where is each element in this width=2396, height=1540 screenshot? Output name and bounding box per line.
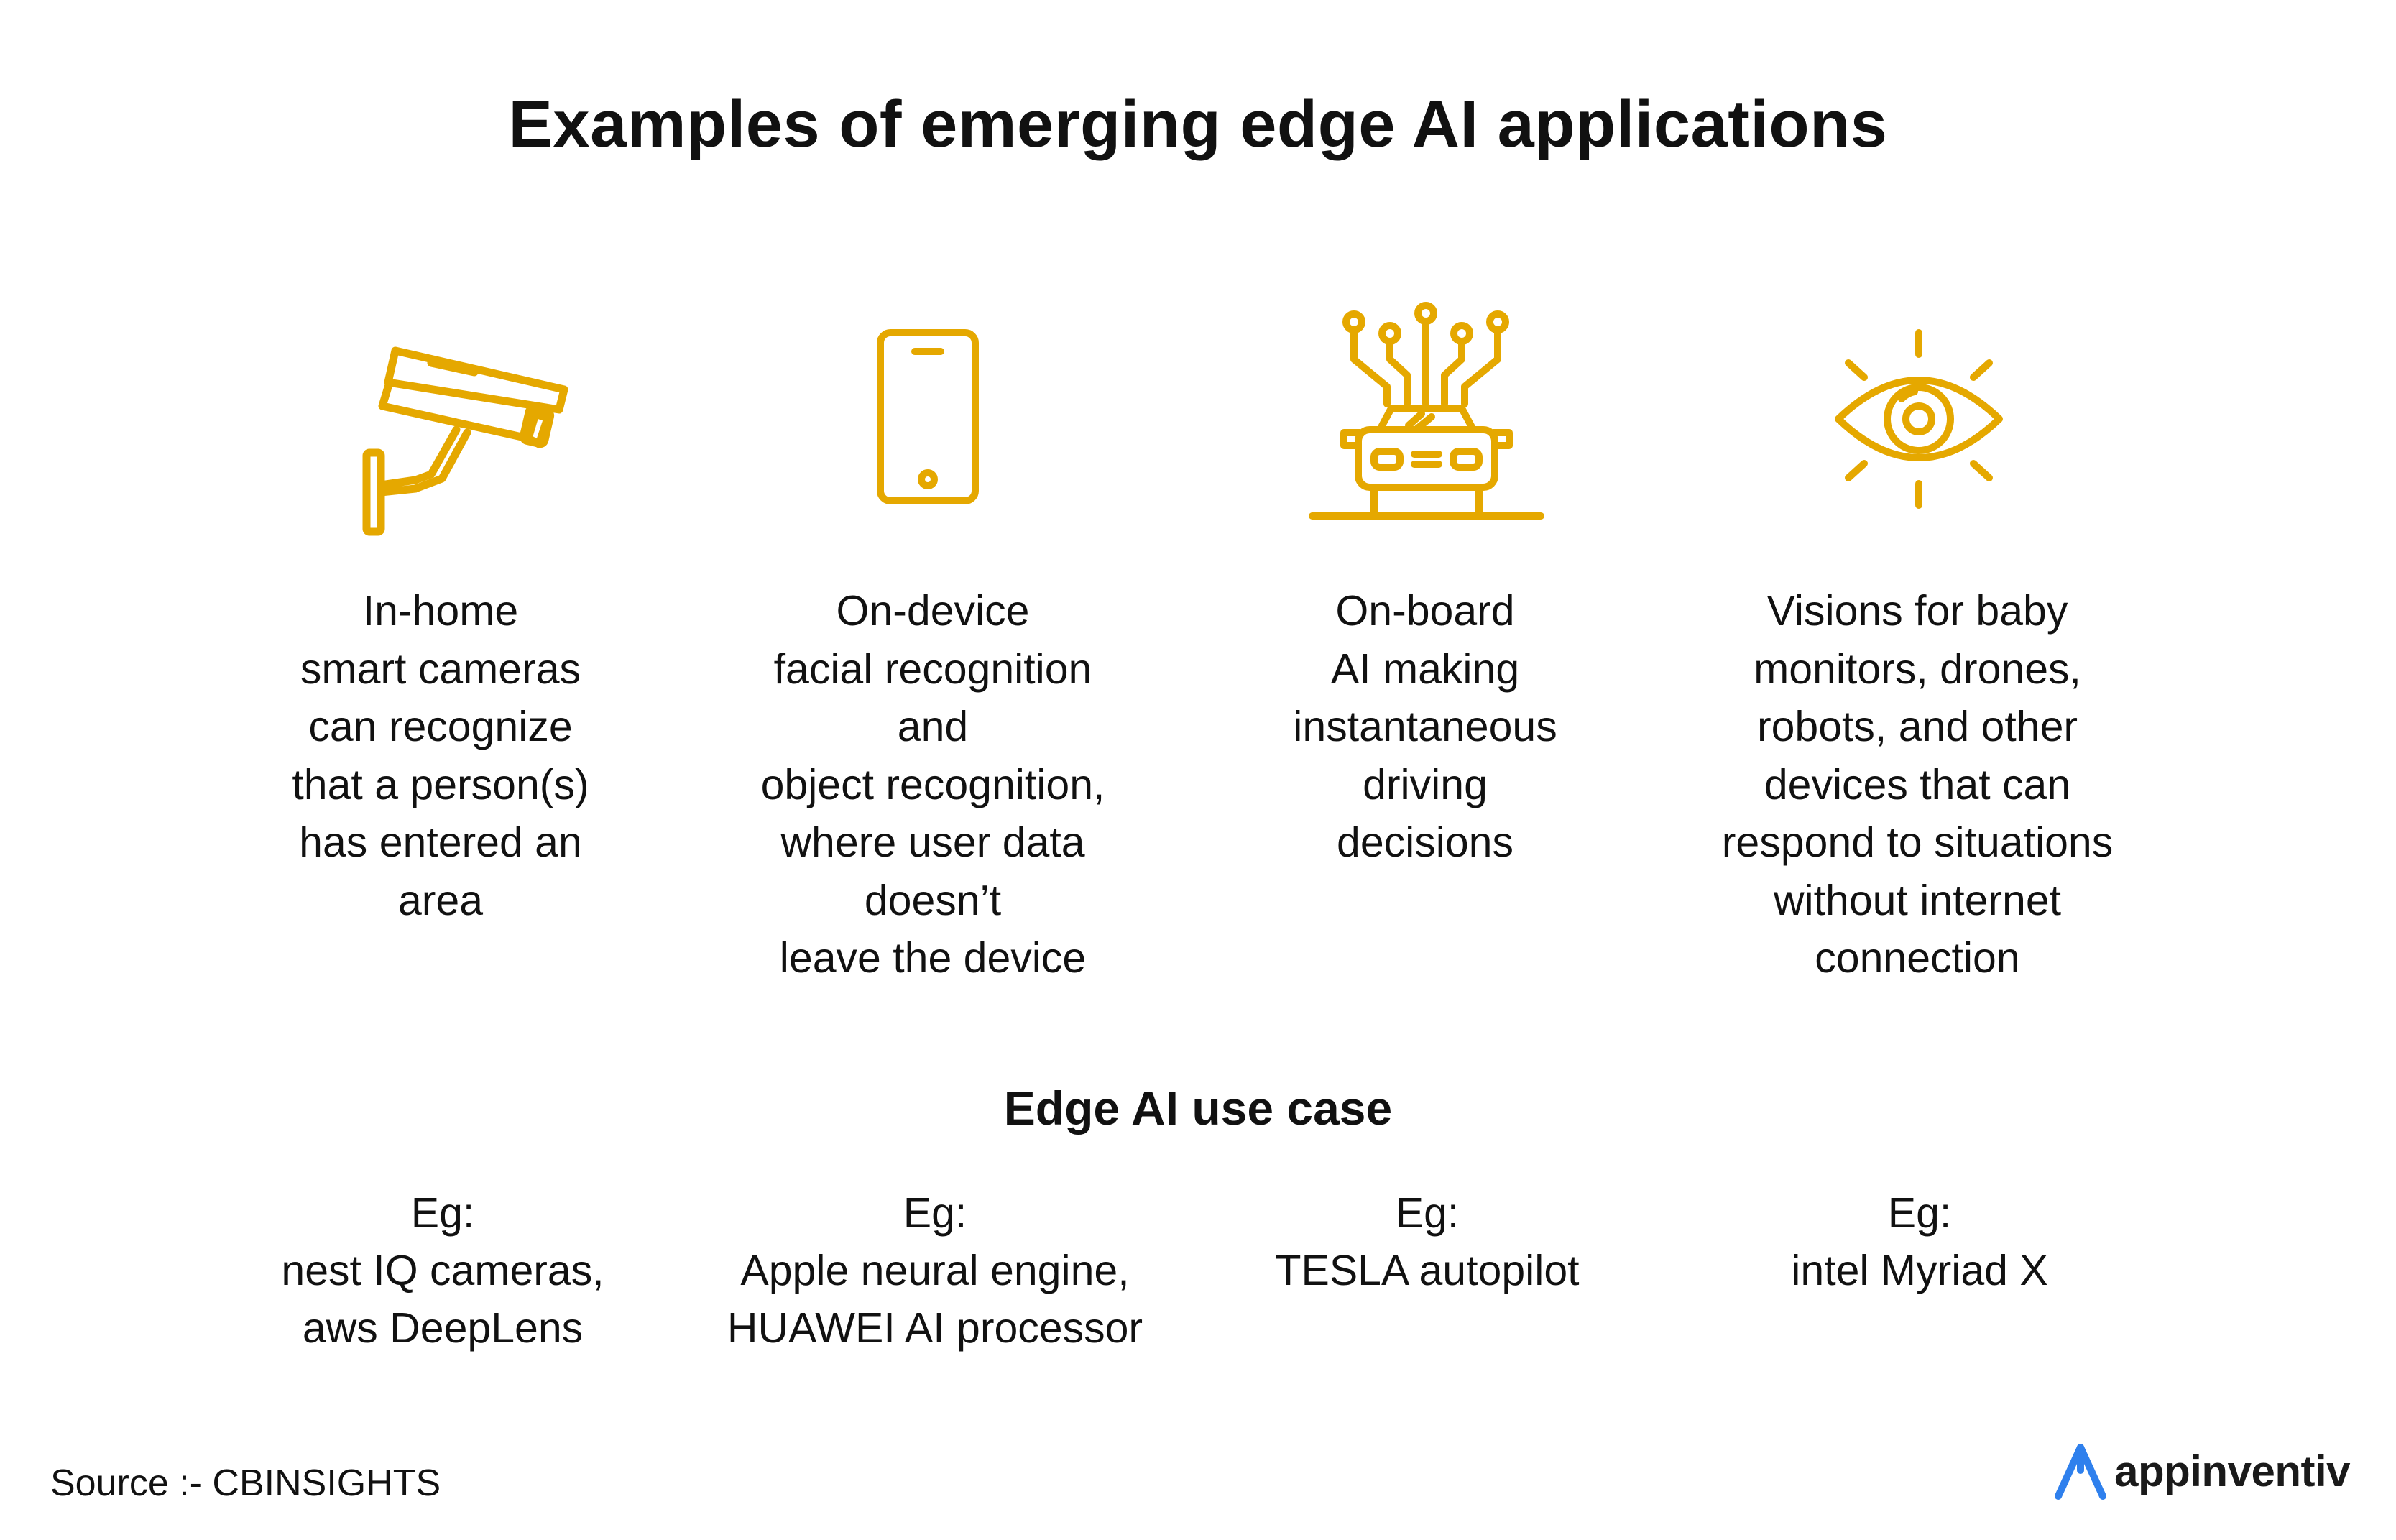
application-description-driving: On-board AI making instantaneous driving… [1293, 587, 1557, 866]
use-case-heading: Edge AI use case [1003, 1082, 1393, 1135]
application-description-cameras: In-home smart cameras can recognize that… [292, 587, 589, 924]
page-title: Examples of emerging edge AI application… [508, 88, 1888, 161]
example-vision: Eg: intel Myriad X [1791, 1189, 2048, 1294]
example-cameras: Eg: nest IQ cameras, aws DeepLens [281, 1189, 604, 1352]
smartphone-icon [873, 327, 981, 507]
example-device: Eg: Apple neural engine, HUAWEI AI proce… [727, 1189, 1143, 1352]
appinventiv-logo-icon [2051, 1442, 2110, 1500]
eye-vision-icon [1833, 327, 2005, 510]
source-credit: Source :- CBINSIGHTS [50, 1462, 441, 1504]
example-driving: Eg: TESLA autopilot [1275, 1189, 1580, 1294]
brand-name: appinventiv [2114, 1447, 2350, 1495]
application-description-vision: Visions for baby monitors, drones, robot… [1721, 587, 2114, 982]
security-camera-icon [359, 338, 575, 539]
brand-logo: appinventiv [2051, 1439, 2350, 1503]
application-description-device: On-device facial recognition and object … [760, 587, 1105, 982]
connected-car-icon [1308, 302, 1545, 539]
